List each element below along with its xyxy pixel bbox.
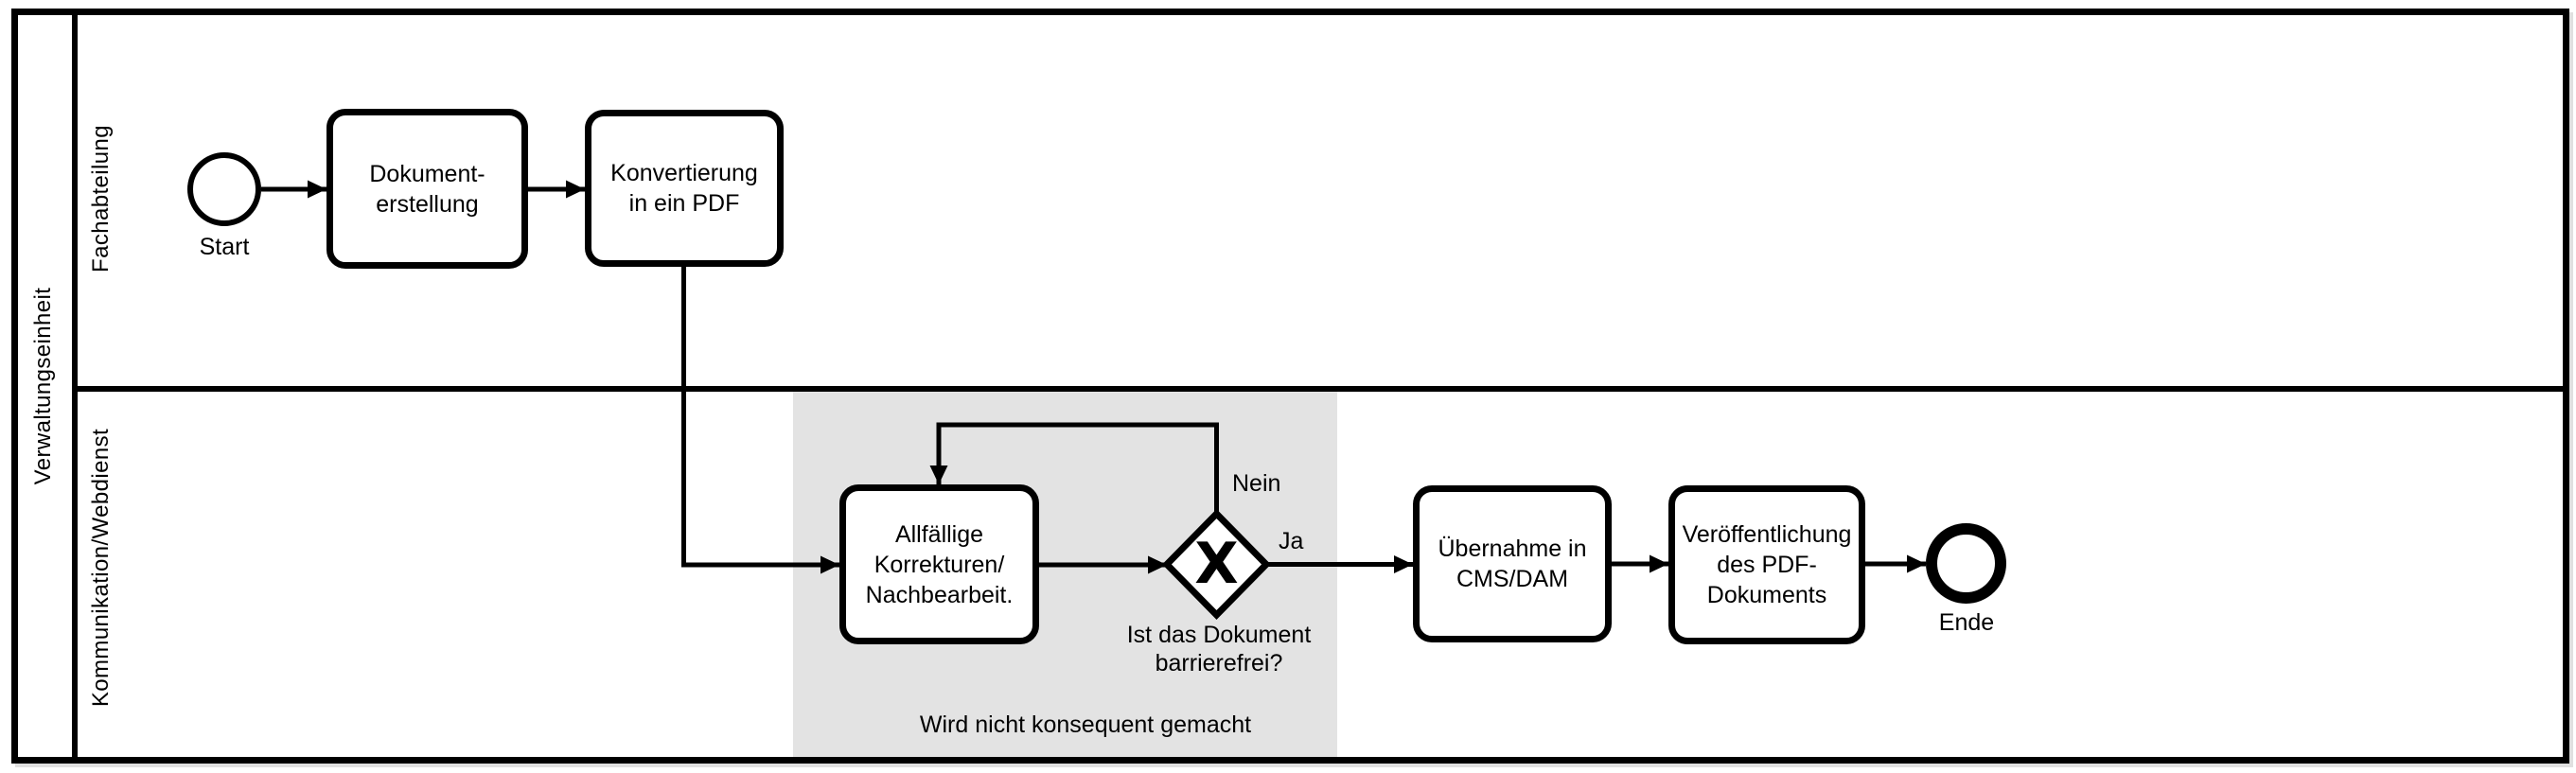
gateway-diamond (1162, 509, 1271, 620)
task-dokumenterstellung: Dokument- erstellung (326, 109, 528, 269)
task-veroeffentlichung: Veröffentlichung des PDF- Dokuments (1668, 485, 1865, 644)
task-konvertierung: Konvertierung in ein PDF (585, 110, 784, 267)
end-event (1926, 523, 2006, 604)
lane-divider (78, 386, 2569, 392)
start-event-label: Start (199, 234, 250, 260)
end-event-label: Ende (1938, 609, 1995, 636)
flow-label-nein: Nein (1232, 470, 1281, 497)
gateway-question-label: Ist das Dokument barrierefrei? (1126, 622, 1312, 676)
gateway-xor-icon: X (1194, 531, 1239, 597)
task-korrekturen: Allfällige Korrekturen/ Nachbearbeit. (839, 484, 1039, 644)
highlight-caption: Wird nicht konsequent gemacht (919, 712, 1252, 738)
flow-label-ja: Ja (1279, 528, 1304, 554)
connector-konvertierung-to-korrekturen (681, 265, 839, 574)
task-uebernahme: Übernahme in CMS/DAM (1413, 485, 1612, 642)
connector-gateway-nein-loop (929, 422, 1219, 514)
pool-header-divider (72, 9, 78, 764)
start-event (187, 152, 261, 226)
